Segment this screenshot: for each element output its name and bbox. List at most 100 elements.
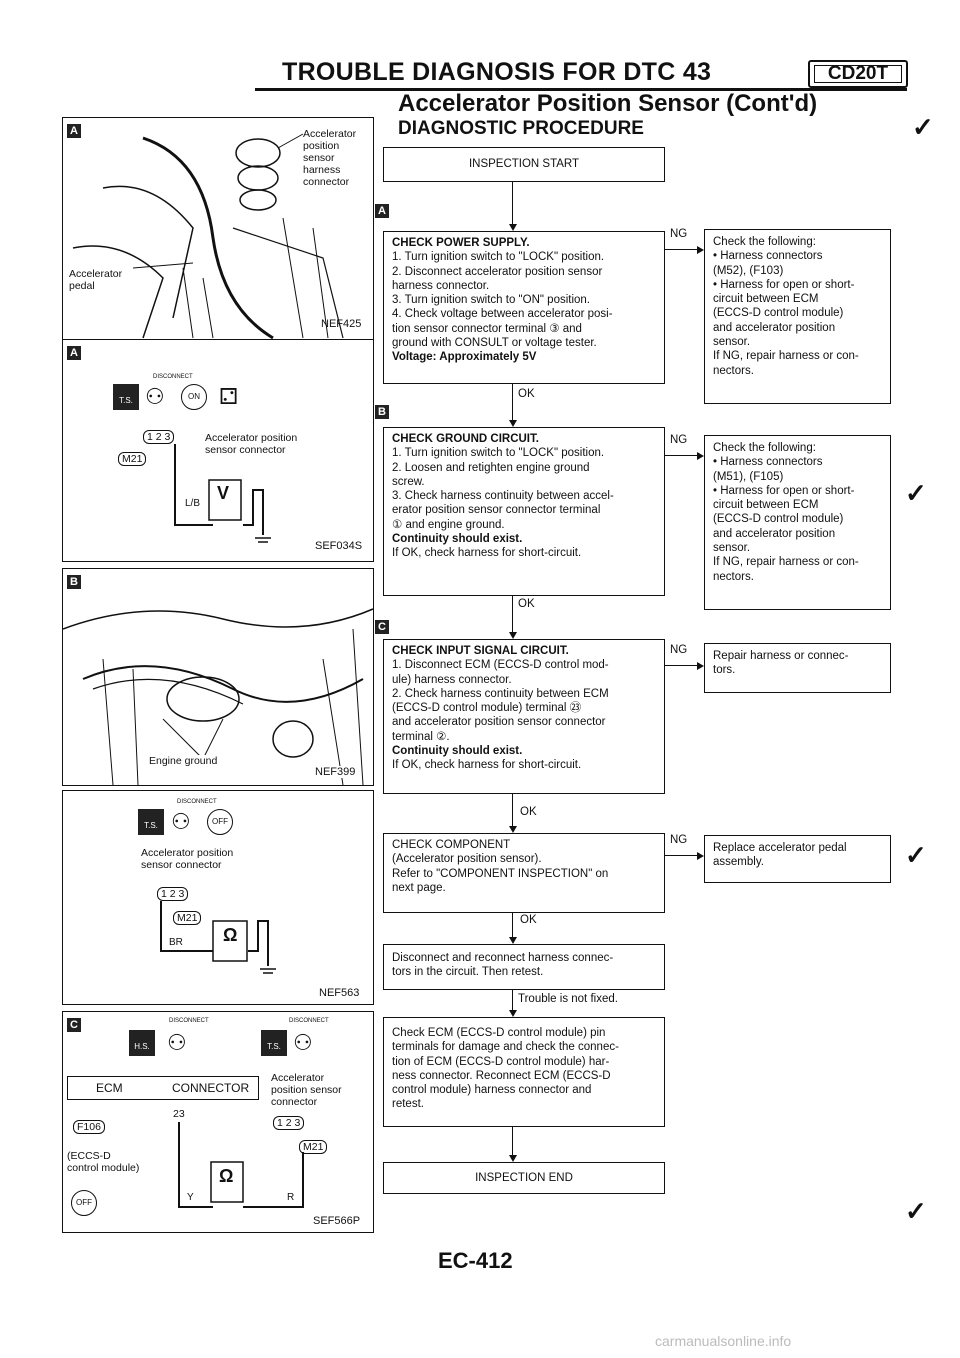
flow-connector bbox=[512, 182, 513, 226]
disconnect-icon: ⚇ bbox=[167, 1030, 187, 1055]
header-rule bbox=[255, 88, 907, 91]
connector-pins: 1 2 3 bbox=[273, 1116, 305, 1130]
figure-code: NEF425 bbox=[321, 318, 362, 330]
section-title: Accelerator Position Sensor (Cont'd) bbox=[398, 90, 818, 117]
connector-icon: ⚁ bbox=[219, 384, 239, 409]
circuit-diagram bbox=[160, 901, 276, 974]
step-check-input-signal: CHECK INPUT SIGNAL CIRCUIT. 1. Disconnec… bbox=[383, 639, 665, 794]
figure-code: SEF034S bbox=[315, 540, 363, 552]
check-mark-icon: ✓ bbox=[905, 840, 927, 870]
figure-input-signal-check: C H.S. ⚇ DISCONNECT T.S. ⚇ DISCONNECT EC… bbox=[62, 1011, 374, 1233]
flow-connector bbox=[665, 855, 699, 856]
flow-arrow bbox=[509, 1155, 517, 1162]
check-mark-icon: ✓ bbox=[912, 112, 934, 142]
step-check-component: CHECK COMPONENT(Accelerator position sen… bbox=[383, 833, 665, 913]
disconnect-label: DISCONNECT bbox=[169, 1018, 209, 1024]
flow-arrow bbox=[509, 937, 517, 944]
disconnect-icon: ⚇ bbox=[145, 384, 165, 409]
ng-label: NG bbox=[670, 228, 688, 240]
hs-icon: H.S. bbox=[129, 1030, 155, 1056]
page-header-title: TROUBLE DIAGNOSIS FOR DTC 43 bbox=[282, 58, 712, 86]
ng-label: NG bbox=[670, 644, 688, 656]
ts-icon: T.S. bbox=[113, 384, 139, 410]
ignition-off-icon: OFF bbox=[207, 809, 233, 835]
figure-code: NEF399 bbox=[315, 766, 356, 778]
connector-id: M21 bbox=[118, 452, 147, 466]
ok-label: OK bbox=[518, 598, 535, 610]
ok-label: OK bbox=[518, 388, 535, 400]
flow-arrow bbox=[697, 662, 704, 670]
connector-pins: 1 2 3 bbox=[157, 887, 189, 901]
disconnect-label: DISCONNECT bbox=[289, 1018, 329, 1024]
ng-box-input-signal: Repair harness or connec-tors. bbox=[704, 643, 891, 693]
flow-arrow bbox=[509, 826, 517, 833]
check-mark-icon: ✓ bbox=[905, 478, 927, 508]
wire-color-y: Y bbox=[187, 1192, 194, 1203]
ng-box-ground-circuit: Check the following:• Harness connectors… bbox=[704, 435, 891, 610]
connector-id: M21 bbox=[173, 911, 202, 925]
disconnect-label: DISCONNECT bbox=[153, 374, 193, 380]
figure-illustration bbox=[72, 133, 344, 340]
ng-label: NG bbox=[670, 434, 688, 446]
flow-arrow bbox=[509, 224, 517, 231]
flow-connector bbox=[665, 455, 699, 456]
ng-label: NG bbox=[670, 834, 688, 846]
step-check-power-supply: CHECK POWER SUPPLY. 1. Turn ignition swi… bbox=[383, 231, 665, 384]
flow-connector bbox=[512, 990, 513, 1012]
flow-arrow bbox=[697, 852, 704, 860]
figure-letter: A bbox=[67, 346, 81, 360]
ng-box-power-supply: Check the following:• Harness connectors… bbox=[704, 229, 891, 404]
watermark: carmanualsonline.info bbox=[655, 1333, 792, 1349]
page-number: EC-412 bbox=[438, 1248, 513, 1273]
step-letter: C bbox=[375, 620, 389, 634]
flow-arrow bbox=[509, 632, 517, 639]
ok-label: OK bbox=[520, 806, 537, 818]
ecm-pin: 23 bbox=[173, 1108, 185, 1120]
ts-icon: T.S. bbox=[261, 1030, 287, 1056]
flow-connector bbox=[512, 384, 513, 422]
wire-color-r: R bbox=[287, 1192, 295, 1203]
connector-id: M21 bbox=[299, 1140, 328, 1154]
circuit-diagram bbox=[178, 1122, 304, 1208]
circuit-diagram bbox=[174, 444, 271, 543]
trouble-label: Trouble is not fixed. bbox=[518, 993, 618, 1005]
flow-start: INSPECTION START bbox=[383, 147, 665, 182]
ignition-off-icon: OFF bbox=[71, 1190, 97, 1216]
step-reconnect-retest: Disconnect and reconnect harness connec-… bbox=[383, 944, 665, 990]
flow-connector bbox=[512, 1127, 513, 1157]
flow-connector bbox=[665, 249, 699, 250]
step-letter: A bbox=[375, 204, 389, 218]
figure-code: NEF563 bbox=[319, 987, 360, 999]
figure-letter: B bbox=[67, 575, 81, 589]
flow-connector bbox=[512, 913, 513, 939]
disconnect-label: DISCONNECT bbox=[177, 799, 217, 805]
wire-color: BR bbox=[169, 937, 183, 948]
figure-letter: A bbox=[67, 124, 81, 138]
figure-code: SEF566P bbox=[313, 1215, 361, 1227]
flow-end: INSPECTION END bbox=[383, 1162, 665, 1194]
ecm-connector: ECM CONNECTOR bbox=[67, 1076, 259, 1100]
flow-connector bbox=[665, 665, 699, 666]
disconnect-icon: ⚇ bbox=[171, 809, 191, 834]
ok-label: OK bbox=[520, 914, 537, 926]
figure-letter: C bbox=[67, 1018, 81, 1032]
figure-power-supply-check: A T.S. ⚇ DISCONNECT ON ⚁ 1 2 3 M21 Accel… bbox=[62, 339, 374, 562]
figure-engine-ground: B Engine ground NEF399 bbox=[62, 568, 374, 786]
step-letter: B bbox=[375, 405, 389, 419]
step-check-ground-circuit: CHECK GROUND CIRCUIT. 1. Turn ignition s… bbox=[383, 427, 665, 596]
check-mark-icon: ✓ bbox=[905, 1196, 927, 1226]
engine-badge: CD20T bbox=[808, 60, 908, 88]
flow-connector bbox=[512, 794, 513, 828]
ohmmeter-symbol: Ω bbox=[223, 925, 238, 945]
flow-arrow bbox=[509, 420, 517, 427]
flow-arrow bbox=[697, 452, 704, 460]
